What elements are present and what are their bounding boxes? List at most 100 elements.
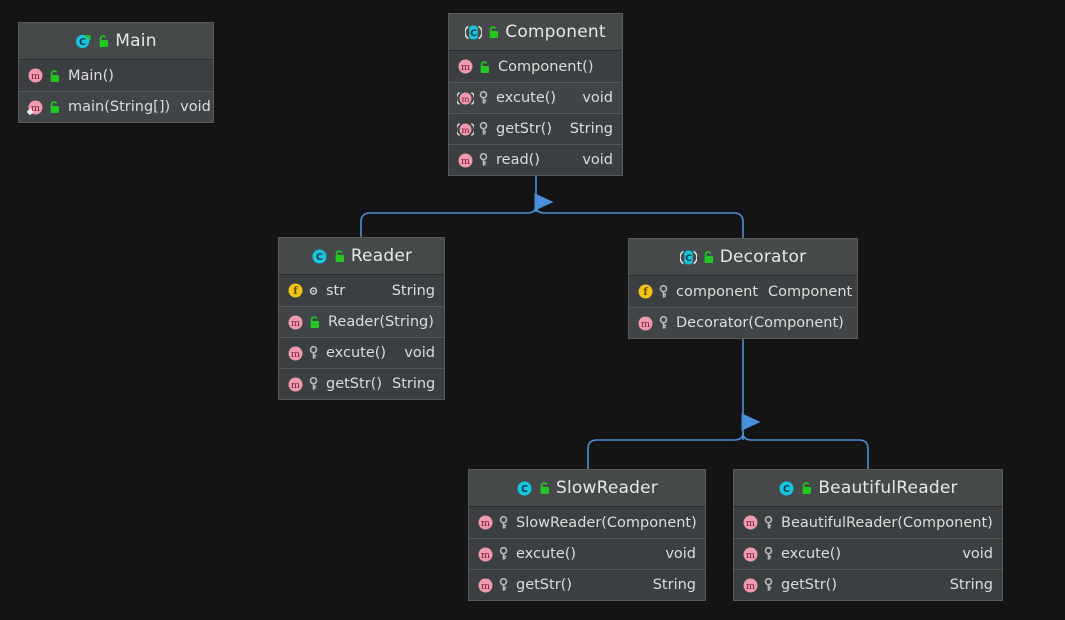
method-icon: m (477, 514, 494, 531)
key-icon (478, 122, 489, 136)
class-node-main[interactable]: C Main m (18, 22, 214, 123)
member-row[interactable]: f component Component (629, 276, 857, 307)
key-icon (308, 377, 319, 391)
member-type: void (962, 546, 993, 562)
member-icons: m (742, 577, 774, 594)
svg-text:C: C (79, 37, 86, 48)
unlocked-public-icon (48, 100, 61, 114)
method-abstract-icon: m (457, 90, 474, 107)
key-icon (498, 515, 509, 530)
method-icon: m (287, 314, 304, 331)
method-icon: m (287, 345, 304, 362)
member-row[interactable]: m getStr() String (469, 569, 705, 600)
svg-text:m: m (461, 125, 469, 135)
svg-text:m: m (291, 349, 300, 360)
member-name: Component() (498, 58, 594, 75)
member-type: void (665, 546, 696, 562)
edge-decorator-children (587, 329, 869, 469)
class-name-label: Component (505, 22, 606, 42)
svg-text:m: m (461, 94, 469, 104)
svg-text:m: m (641, 319, 650, 330)
method-icon: m (477, 577, 494, 594)
member-row[interactable]: m Reader(String) (279, 306, 444, 337)
svg-text:C: C (316, 252, 323, 263)
member-row[interactable]: f str String (279, 275, 444, 306)
member-row[interactable]: m read() void (449, 144, 622, 175)
member-row[interactable]: m excute() void (279, 337, 444, 368)
method-icon: m (457, 152, 474, 169)
class-node-header[interactable]: C Component (449, 14, 622, 51)
key-icon (763, 547, 774, 561)
key-icon (658, 316, 669, 330)
member-list: m Component() (449, 51, 622, 175)
member-row[interactable]: m BeautifulReader(Component) (734, 507, 1002, 538)
member-row[interactable]: m Main() (19, 60, 213, 91)
member-row[interactable]: m getStr() String (279, 368, 444, 399)
member-name: excute() (516, 546, 577, 562)
class-node-decorator[interactable]: C Decorator f (628, 238, 858, 339)
member-list: m BeautifulReader(Component) (734, 507, 1002, 600)
member-name: Main() (68, 67, 114, 84)
member-type: void (582, 152, 613, 168)
interface-icon: C (679, 249, 697, 266)
member-type: void (582, 90, 613, 106)
field-icon: f (637, 283, 654, 300)
member-icons: m (742, 514, 774, 531)
member-name: excute() (496, 90, 557, 106)
member-row[interactable]: m Component() (449, 51, 622, 82)
key-icon (658, 284, 669, 299)
member-name: getStr() (781, 577, 837, 593)
member-row[interactable]: m main(String[]) void (19, 91, 213, 122)
method-icon: m (287, 376, 304, 393)
key-icon (498, 547, 509, 561)
class-node-header[interactable]: C SlowReader (469, 470, 705, 507)
class-node-slowreader[interactable]: C SlowReader m (468, 469, 706, 601)
class-node-header[interactable]: C Main (19, 23, 213, 60)
member-row[interactable]: m SlowReader(Component) (469, 507, 705, 538)
member-icons: m (457, 58, 491, 75)
method-icon: m (742, 514, 759, 531)
class-node-reader[interactable]: C Reader f (278, 237, 445, 400)
member-list: f component Component (629, 276, 857, 338)
member-name: getStr() (516, 577, 572, 593)
svg-text:f: f (643, 287, 648, 298)
key-icon (478, 153, 489, 167)
member-row[interactable]: m excute() void (449, 82, 622, 113)
class-node-header[interactable]: C Decorator (629, 239, 857, 276)
unlocked-public-icon (702, 250, 715, 264)
member-type: void (404, 345, 435, 361)
class-name-label: Main (115, 31, 157, 51)
member-name: str (326, 282, 346, 299)
method-abstract-icon: m (457, 121, 474, 138)
member-row[interactable]: m excute() void (734, 538, 1002, 569)
member-row[interactable]: m excute() void (469, 538, 705, 569)
svg-text:m: m (461, 62, 470, 73)
svg-text:m: m (746, 518, 755, 529)
class-node-header[interactable]: C Reader (279, 238, 444, 275)
method-icon: m (637, 315, 654, 332)
member-name: Decorator(Component) (676, 315, 844, 331)
member-icons: m (457, 90, 489, 107)
unlocked-public-icon (308, 315, 321, 329)
member-row[interactable]: m getStr() String (449, 113, 622, 144)
class-icon: C (778, 480, 795, 497)
member-name: component (676, 283, 759, 300)
member-icons: m (477, 514, 509, 531)
member-row[interactable]: m Decorator(Component) (629, 307, 857, 338)
member-icons: m (477, 577, 509, 594)
package-private-icon (308, 284, 319, 298)
unlocked-public-icon (478, 60, 491, 74)
unlocked-public-icon (538, 481, 551, 495)
member-row[interactable]: m getStr() String (734, 569, 1002, 600)
key-icon (308, 346, 319, 360)
svg-text:C: C (783, 484, 790, 495)
member-type: String (391, 282, 435, 299)
key-icon (763, 578, 774, 592)
member-icons: m (27, 99, 61, 116)
member-name: SlowReader(Component) (516, 514, 697, 531)
class-node-beautifulreader[interactable]: C BeautifulReader m (733, 469, 1003, 601)
class-node-header[interactable]: C BeautifulReader (734, 470, 1002, 507)
class-node-component[interactable]: C Component m (448, 13, 623, 176)
member-icons: f (287, 282, 319, 299)
